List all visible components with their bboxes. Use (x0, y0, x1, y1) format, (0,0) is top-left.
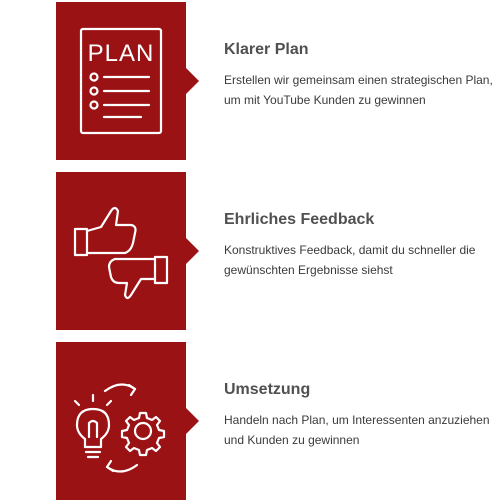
feature-description: Handeln nach Plan, um Interessenten anzu… (224, 413, 490, 447)
feature-text: Ehrliches Feedback Konstruktives Feedbac… (224, 210, 494, 280)
plan-document-icon: PLAN (79, 27, 163, 135)
feature-klarer-plan: PLAN Klarer Plan Erstellen wir gemeinsam… (0, 2, 500, 160)
feature-text: Umsetzung Handeln nach Plan, um Interess… (224, 380, 494, 450)
feature-text: Klarer Plan Erstellen wir gemeinsam eine… (224, 40, 494, 110)
feature-umsetzung: Umsetzung Handeln nach Plan, um Interess… (0, 342, 500, 500)
feature-description: Erstellen wir gemeinsam einen strategisc… (224, 73, 493, 107)
thumbs-up-down-icon (73, 206, 169, 300)
feature-ehrliches-feedback: Ehrliches Feedback Konstruktives Feedbac… (0, 172, 500, 330)
feature-title: Klarer Plan (224, 41, 309, 58)
feature-icon-box (56, 342, 199, 500)
feature-icon-box (56, 172, 199, 330)
feature-title: Ehrliches Feedback (224, 211, 375, 228)
svg-text:PLAN: PLAN (88, 40, 155, 67)
idea-to-execution-icon (73, 383, 166, 473)
feature-title: Umsetzung (224, 381, 311, 398)
feature-icon-box: PLAN (56, 2, 199, 160)
feature-description: Konstruktives Feedback, damit du schnell… (224, 243, 476, 277)
